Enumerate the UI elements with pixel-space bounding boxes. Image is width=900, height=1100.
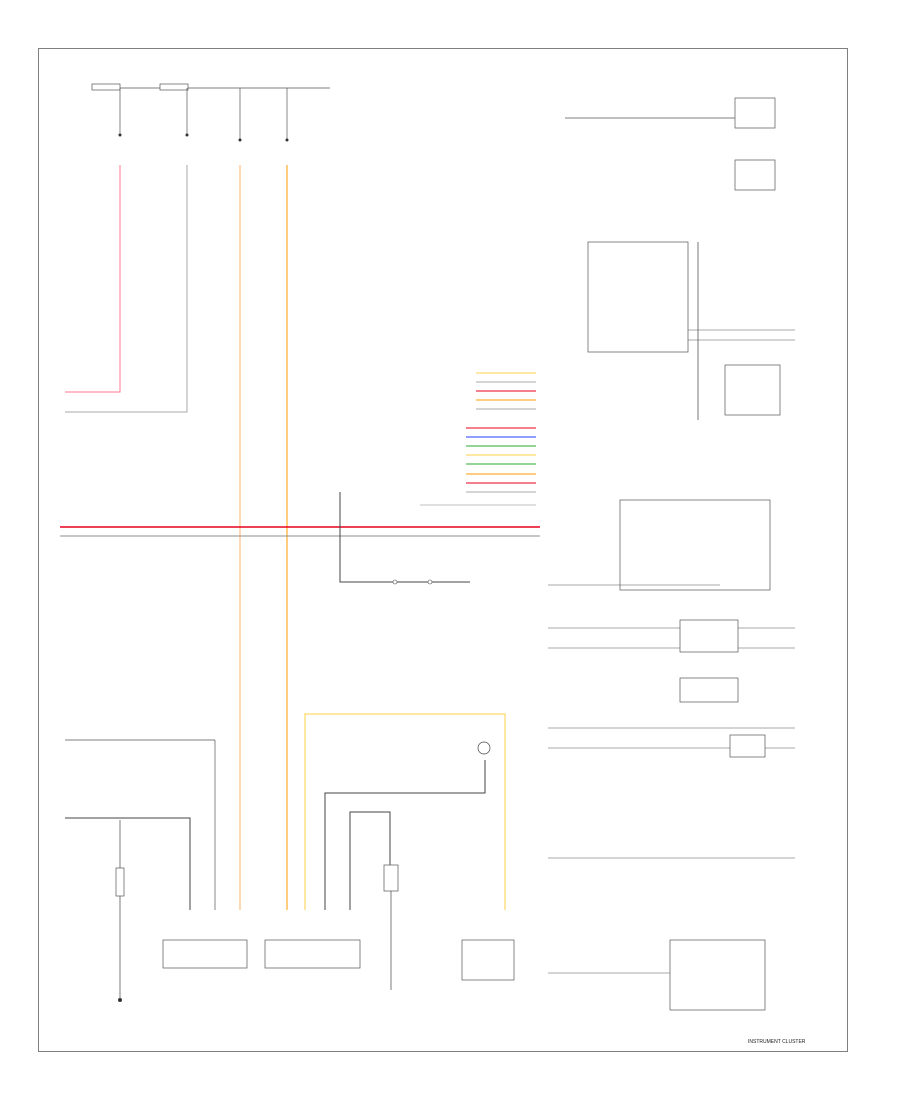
module-block-mid bbox=[619, 499, 771, 591]
fuse-block-1 bbox=[91, 83, 121, 91]
signal-stubs bbox=[420, 372, 536, 506]
module-block-upper bbox=[587, 241, 689, 353]
connector-right bbox=[461, 939, 515, 981]
connector-left bbox=[162, 939, 248, 969]
connector-center bbox=[264, 939, 361, 969]
dimmer-wire bbox=[339, 492, 470, 583]
fuse-block-2 bbox=[159, 83, 189, 91]
pink-wire bbox=[65, 165, 121, 393]
fuse-bus bbox=[91, 83, 330, 142]
module-block-lower bbox=[669, 939, 766, 1011]
gray-wire bbox=[65, 165, 188, 413]
diagram-title: INSTRUMENT CLUSTER bbox=[748, 1039, 806, 1045]
yellow-wire bbox=[304, 713, 506, 910]
